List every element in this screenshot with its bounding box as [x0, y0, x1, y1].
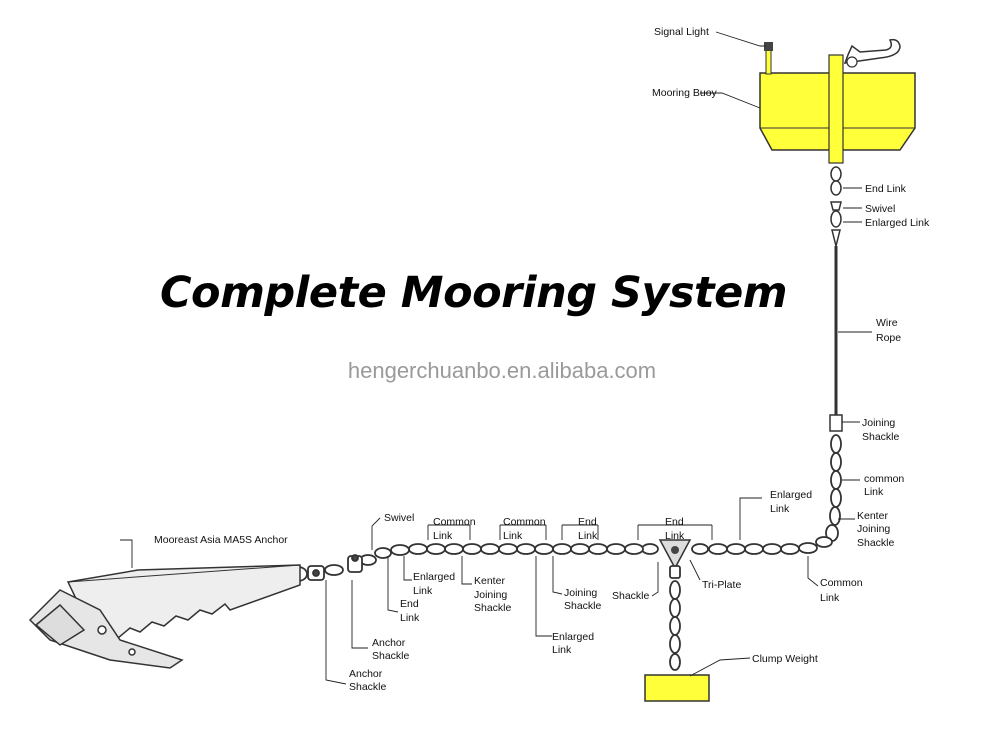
page-title: Complete Mooring System — [160, 268, 788, 318]
label-clump-weight: Clump Weight — [752, 653, 818, 665]
labels: Signal Light Mooring Buoy End Link Swive… — [154, 26, 930, 693]
label-shackle-a: Shackle — [862, 431, 900, 443]
label-shackle-2: Shackle — [474, 602, 512, 614]
leader-lines — [120, 31, 872, 685]
label-shackle-b: Shackle — [857, 537, 895, 549]
vertical-chain-to-clump — [669, 565, 681, 671]
label-joining-b: Joining — [857, 523, 890, 535]
label-link-6: Link — [400, 612, 420, 624]
label-kenter-2: Kenter — [474, 575, 505, 587]
label-enlarged-r: Enlarged — [770, 489, 812, 501]
tri-plate-icon — [658, 539, 692, 570]
label-link-r: Link — [770, 503, 790, 515]
label-end-1: End — [578, 516, 597, 528]
top-chain — [830, 166, 842, 247]
label-anchor: Mooreast Asia MA5S Anchor — [154, 534, 288, 546]
label-swivel-bottom: Swivel — [384, 512, 414, 524]
label-joining-2: Joining — [474, 589, 507, 601]
clump-weight — [644, 674, 710, 702]
label-common-2: Common — [503, 516, 546, 528]
signal-light-icon — [764, 42, 773, 75]
label-end-2: End — [665, 516, 684, 528]
label-common-1: Common — [433, 516, 476, 528]
joining-shackle-top — [829, 414, 843, 432]
label-end-3: End — [400, 598, 419, 610]
label-shackle-tri: Shackle — [612, 590, 650, 602]
label-link-1: Link — [433, 530, 453, 542]
label-link-5: Link — [413, 585, 433, 597]
label-end-link-top: End Link — [865, 183, 907, 195]
label-anchor-shackle-1b: Shackle — [372, 650, 410, 662]
label-wire: Wire — [876, 317, 898, 329]
label-link-r2: Link — [820, 592, 840, 604]
label-shackle-3: Shackle — [564, 600, 602, 612]
label-anchor-shackle-2b: Shackle — [349, 681, 387, 693]
label-joining-3: Joining — [564, 587, 597, 599]
buoy-hook-icon — [843, 38, 901, 68]
horizontal-chain — [359, 536, 833, 566]
label-joining: Joining — [862, 417, 895, 429]
anchor-icon — [28, 564, 301, 669]
label-link-3: Link — [578, 530, 598, 542]
watermark: hengerchuanbo.en.alibaba.com — [347, 358, 657, 383]
label-common-lc: common — [864, 473, 904, 485]
label-enlarged-link-top: Enlarged Link — [865, 217, 930, 229]
label-signal-light: Signal Light — [654, 26, 709, 38]
label-anchor-shackle-1a: Anchor — [372, 637, 406, 649]
mooring-buoy — [759, 54, 916, 164]
label-kenter: Kenter — [857, 510, 888, 522]
label-swivel-top: Swivel — [865, 203, 895, 215]
label-enlarged-2: Enlarged — [552, 631, 594, 643]
label-rope: Rope — [876, 332, 901, 344]
label-anchor-shackle-2a: Anchor — [349, 668, 383, 680]
label-link-4: Link — [665, 530, 685, 542]
label-link-2: Link — [503, 530, 523, 542]
vertical-chain — [825, 434, 842, 542]
label-enlarged-1: Enlarged — [413, 571, 455, 583]
label-link-a: Link — [864, 486, 884, 498]
label-tri-plate: Tri-Plate — [702, 579, 741, 591]
label-mooring-buoy: Mooring Buoy — [652, 87, 718, 99]
label-link-7: Link — [552, 644, 572, 656]
label-common-r: Common — [820, 577, 863, 589]
